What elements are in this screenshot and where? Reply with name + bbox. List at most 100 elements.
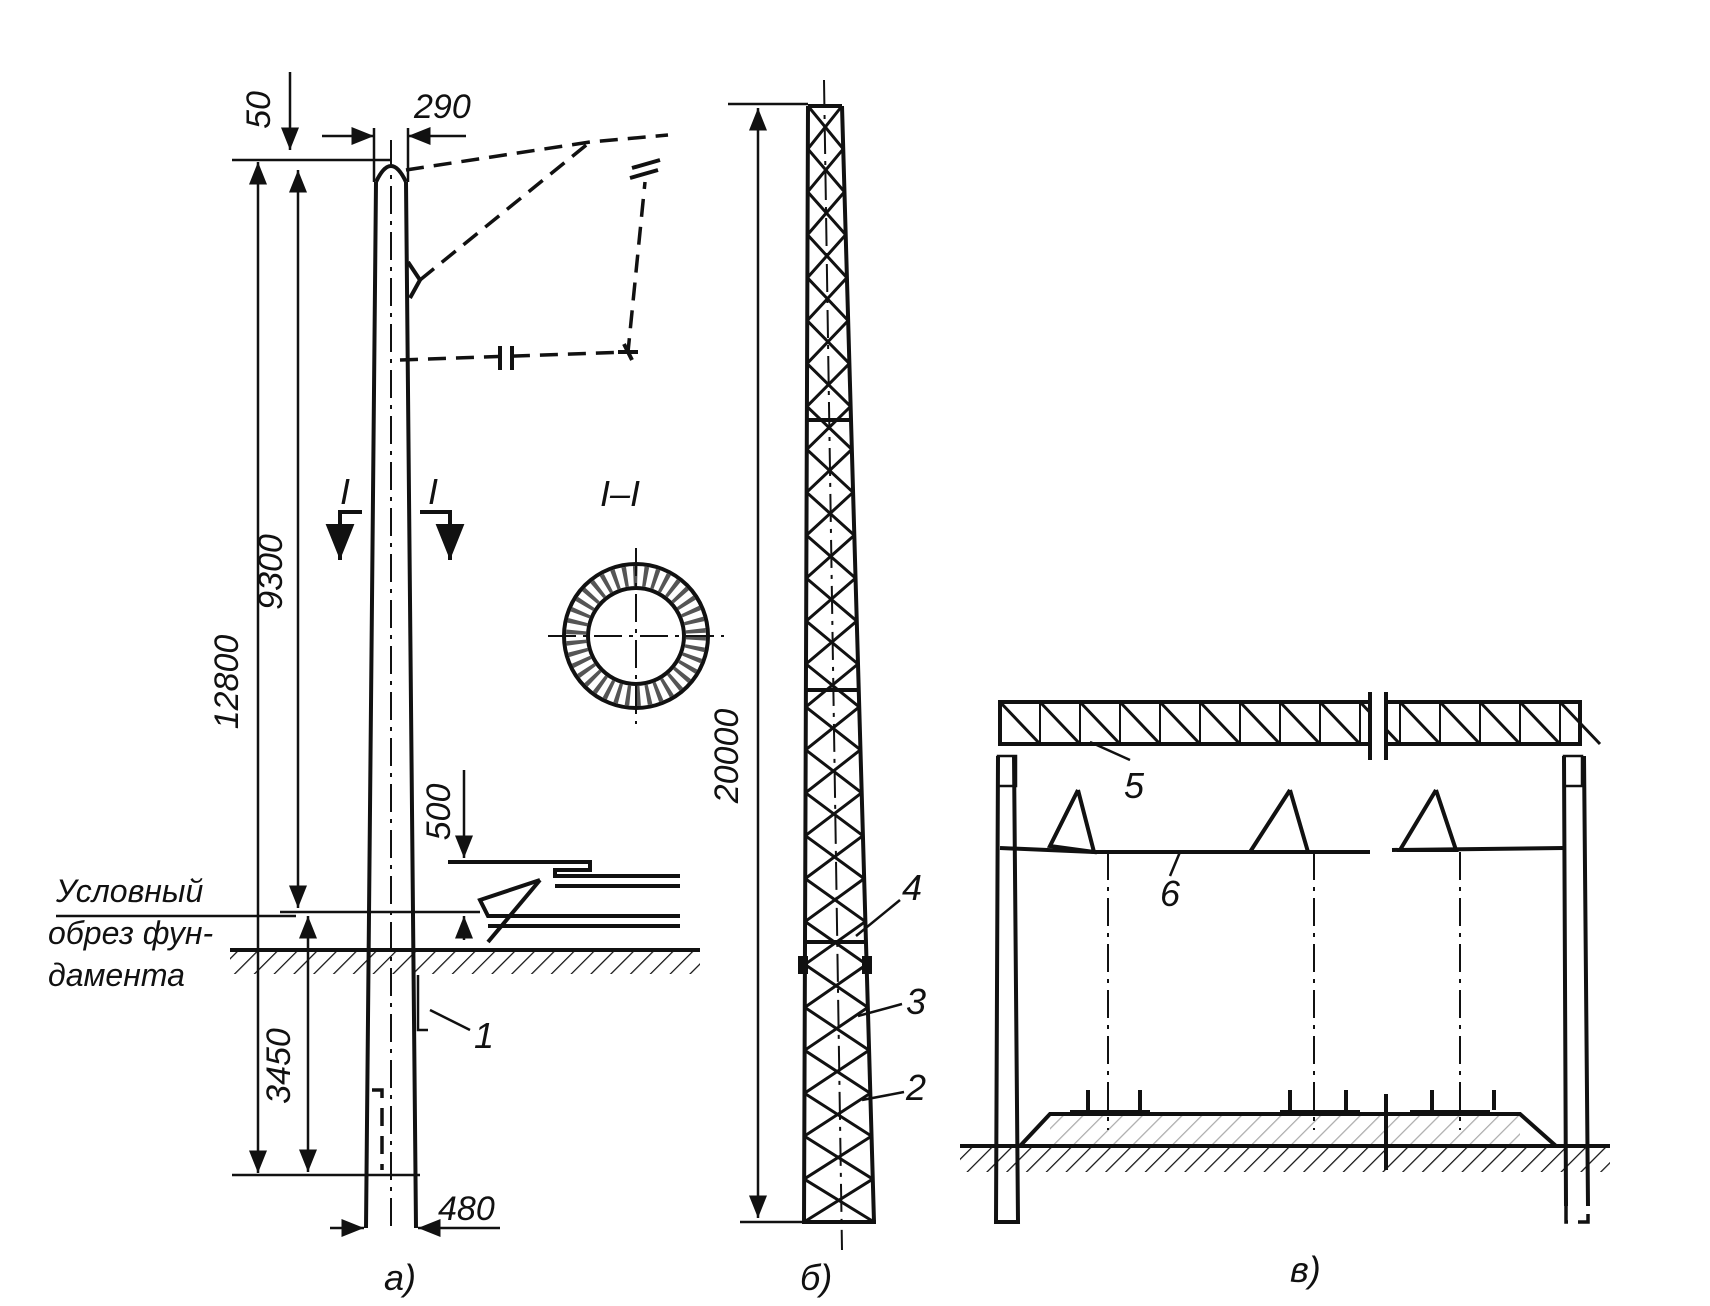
lattice-bar <box>803 1177 874 1224</box>
callout-1-leader <box>429 1008 471 1032</box>
bracket-clamp <box>406 260 423 299</box>
lattice-bar <box>803 1091 872 1138</box>
truss-bar <box>1078 700 1122 746</box>
column-right-foot <box>1564 1206 1590 1224</box>
lattice-bar <box>806 190 846 236</box>
hangers <box>999 788 1565 855</box>
dim-text-290: 290 <box>413 88 471 126</box>
column-insulator-left <box>996 754 1018 788</box>
section-label-left: I <box>340 471 350 512</box>
callout-6-leader <box>1168 851 1182 877</box>
panel-b-label: б) <box>800 1257 832 1298</box>
pole-outline <box>364 181 418 1229</box>
truss-break-lines <box>1368 692 1388 760</box>
dim-text-480: 480 <box>438 1190 495 1228</box>
callout-3: 3 <box>906 981 926 1022</box>
lattice-bar <box>806 147 845 193</box>
insulator-upper <box>629 158 661 180</box>
callout-2-leader <box>861 1090 905 1102</box>
dim-text-50: 50 <box>240 91 278 129</box>
lattice-bar <box>805 534 856 580</box>
column-right <box>1562 755 1590 1207</box>
lattice-bar <box>804 791 863 837</box>
lattice-bar <box>805 619 858 666</box>
lattice-bar <box>806 105 844 150</box>
ground-hatch <box>230 952 700 974</box>
section-mark-right <box>420 510 465 560</box>
callout-5-leader <box>1089 740 1131 762</box>
lattice-bar <box>804 748 862 794</box>
foundation-note-2: обрез фун- <box>48 915 213 951</box>
cross-mark <box>618 343 638 361</box>
lattice-bar <box>805 577 857 623</box>
mast-axis <box>823 79 843 1251</box>
lattice-bar <box>803 1049 870 1095</box>
truss-bar <box>1438 700 1482 746</box>
truss-bar <box>1278 700 1322 746</box>
section-title: I–I <box>600 473 640 514</box>
lattice-bar <box>803 1006 869 1052</box>
callout-2: 2 <box>905 1067 926 1108</box>
lattice-bar <box>803 963 868 1009</box>
dim-text-500: 500 <box>420 784 458 841</box>
dim-text-20000: 20000 <box>708 709 746 805</box>
callout-1: 1 <box>474 1015 494 1056</box>
truss-bar <box>1558 700 1602 746</box>
dim-text-3450: 3450 <box>260 1028 298 1104</box>
platform-top <box>448 860 680 878</box>
platform-slope <box>486 878 542 944</box>
callout-4-leader <box>855 899 901 937</box>
insulator-lower <box>498 346 514 370</box>
cantilever-dashed <box>405 133 669 172</box>
joint-plate-right <box>862 956 872 974</box>
panel-c-label: в) <box>1290 1249 1321 1290</box>
truss-bar <box>998 700 1042 746</box>
truss-bar <box>1118 700 1162 746</box>
lattice-bar <box>804 877 866 923</box>
column-insulator-right <box>1562 754 1584 788</box>
lattice-bar <box>805 319 850 365</box>
lattice-bar <box>805 448 853 494</box>
panel-a-label: а) <box>384 1257 416 1298</box>
lattice-bar <box>805 362 851 408</box>
lattice-bar <box>803 1134 873 1181</box>
lattice-bar <box>804 834 864 880</box>
pole-foot-dashed <box>372 1088 384 1170</box>
callout-6: 6 <box>1160 873 1181 914</box>
callout-4: 4 <box>902 867 922 908</box>
panel-b-lattice-mast: 20000 2 3 4 б) <box>708 79 926 1298</box>
section-ring <box>548 548 724 724</box>
lattice-bar <box>806 233 847 279</box>
ballast-fill <box>1050 1116 1520 1144</box>
panel-a-concrete-pole: 50 290 12800 9300 3450 480 500 I I I–I У… <box>48 72 724 1298</box>
truss-bar <box>1398 700 1442 746</box>
truss-bar <box>1318 700 1362 746</box>
callout-5: 5 <box>1124 765 1145 806</box>
lattice-bar <box>804 662 859 709</box>
lattice-bar <box>805 405 852 451</box>
truss-bar <box>1518 700 1562 746</box>
section-label-right: I <box>428 471 438 512</box>
truss-bar <box>1238 700 1282 746</box>
rail-heads <box>1086 1090 1496 1110</box>
truss-bar <box>1038 700 1082 746</box>
foundation-note-3: дамента <box>48 957 185 993</box>
lower-arm-dashed <box>399 181 647 362</box>
dim-text-12800: 12800 <box>208 635 246 730</box>
foundation-note-1: Условный <box>55 873 203 909</box>
column-left <box>993 755 1021 1224</box>
dim-text-9300: 9300 <box>252 534 290 610</box>
truss-diagonals <box>998 700 1602 746</box>
pole-top-cap <box>374 164 408 183</box>
brace-dashed <box>418 140 592 282</box>
section-mark-left <box>325 510 362 560</box>
platform-edges <box>477 878 680 928</box>
joint-plate-left <box>798 956 808 974</box>
ground-hatch-c <box>960 1148 1610 1172</box>
truss-bar <box>1478 700 1522 746</box>
panel-c-portal: 5 6 в) <box>960 692 1610 1290</box>
callout-3-leader <box>857 1002 903 1018</box>
lattice-bar <box>804 705 861 752</box>
truss-bar <box>1198 700 1242 746</box>
